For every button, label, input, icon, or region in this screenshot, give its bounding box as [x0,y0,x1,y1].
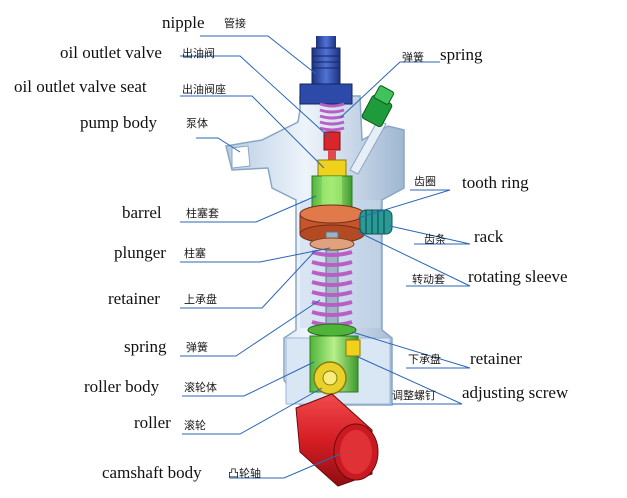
camshaft-part [295,393,379,487]
label-adjusting-screw-en: adjusting screw [462,383,569,402]
spring-lower-part [311,250,353,327]
leader-roller [182,387,323,435]
label-tooth-ring-en: tooth ring [462,173,529,192]
label-rack-zh: 齿条 [424,233,446,246]
leader-spring-lower [180,299,321,357]
spring-top-part [319,102,345,132]
label-roller-en: roller [134,413,171,432]
leader-lines [180,35,471,479]
label-spring-lower-en: spring [124,337,167,356]
leader-oil-outlet-valve [180,55,331,139]
leader-plunger [180,247,331,263]
leader-retainer-lower [351,331,471,369]
label-oil-outlet-valve-en: oil outlet valve [60,43,162,62]
label-spring-lower-zh: 弹簧 [186,341,208,354]
retainer-upper-part [309,237,355,251]
label-retainer-lower-en: retainer [470,349,522,368]
leader-oil-outlet-valve-seat [180,95,325,169]
label-nipple-zh: 管接 [224,17,246,30]
leader-barrel [180,195,317,223]
label-nipple-en: nipple [162,13,205,32]
leader-camshaft [230,453,341,479]
label-adjusting-screw-zh: 调整螺钉 [392,389,436,402]
retainer-lower-part [307,323,357,337]
tooth-ring-part [299,204,365,244]
label-roller-zh: 滚轮 [184,419,206,432]
label-retainer-upper-en: retainer [108,289,160,308]
adjusting-screw-part [345,339,361,357]
label-retainer-lower-zh: 下承盘 [408,353,441,366]
label-roller-body-zh: 滚轮体 [184,381,217,394]
label-retainer-upper-zh: 上承盘 [184,293,217,306]
label-camshaft-body-zh: 凸轮轴 [228,467,261,480]
oil-outlet-valve-seat-part [317,159,347,177]
label-oil-outlet-valve-seat-zh: 出油阀座 [182,83,226,96]
label-pump-body-zh: 泵体 [186,117,208,130]
label-rotating-sleeve-zh: 转动套 [412,273,445,286]
label-tooth-ring-zh: 齿圈 [414,175,436,188]
label-roller-body-en: roller body [84,377,160,396]
label-barrel-en: barrel [122,203,162,222]
roller-part [313,361,347,395]
leader-spring-top [339,61,440,119]
label-spring-top-zh: 弹簧 [402,51,424,64]
label-rack-en: rack [474,227,504,246]
label-oil-outlet-valve-zh: 出油阀 [182,47,215,60]
label-rotating-sleeve-en: rotating sleeve [468,267,568,286]
label-camshaft-body-en: camshaft body [102,463,202,482]
leader-rotating-sleeve [357,231,471,287]
label-pump-body-en: pump body [80,113,157,132]
leader-adjusting-screw [355,355,463,405]
label-plunger-zh: 柱塞 [184,247,206,260]
leader-roller-body [182,361,315,397]
nipple-part [299,36,353,105]
leader-pump-body [196,137,241,153]
label-plunger-en: plunger [114,243,166,262]
label-spring-top-en: spring [440,45,483,64]
leader-tooth-ring [357,189,451,219]
leader-retainer-upper [180,249,317,309]
bleed-screw-part [349,85,395,175]
leader-rack [389,225,471,245]
label-oil-outlet-valve-seat-en: oil outlet valve seat [14,77,147,96]
leader-nipple [200,35,317,75]
label-barrel-zh: 柱塞套 [186,207,219,220]
rack-part [359,209,393,235]
